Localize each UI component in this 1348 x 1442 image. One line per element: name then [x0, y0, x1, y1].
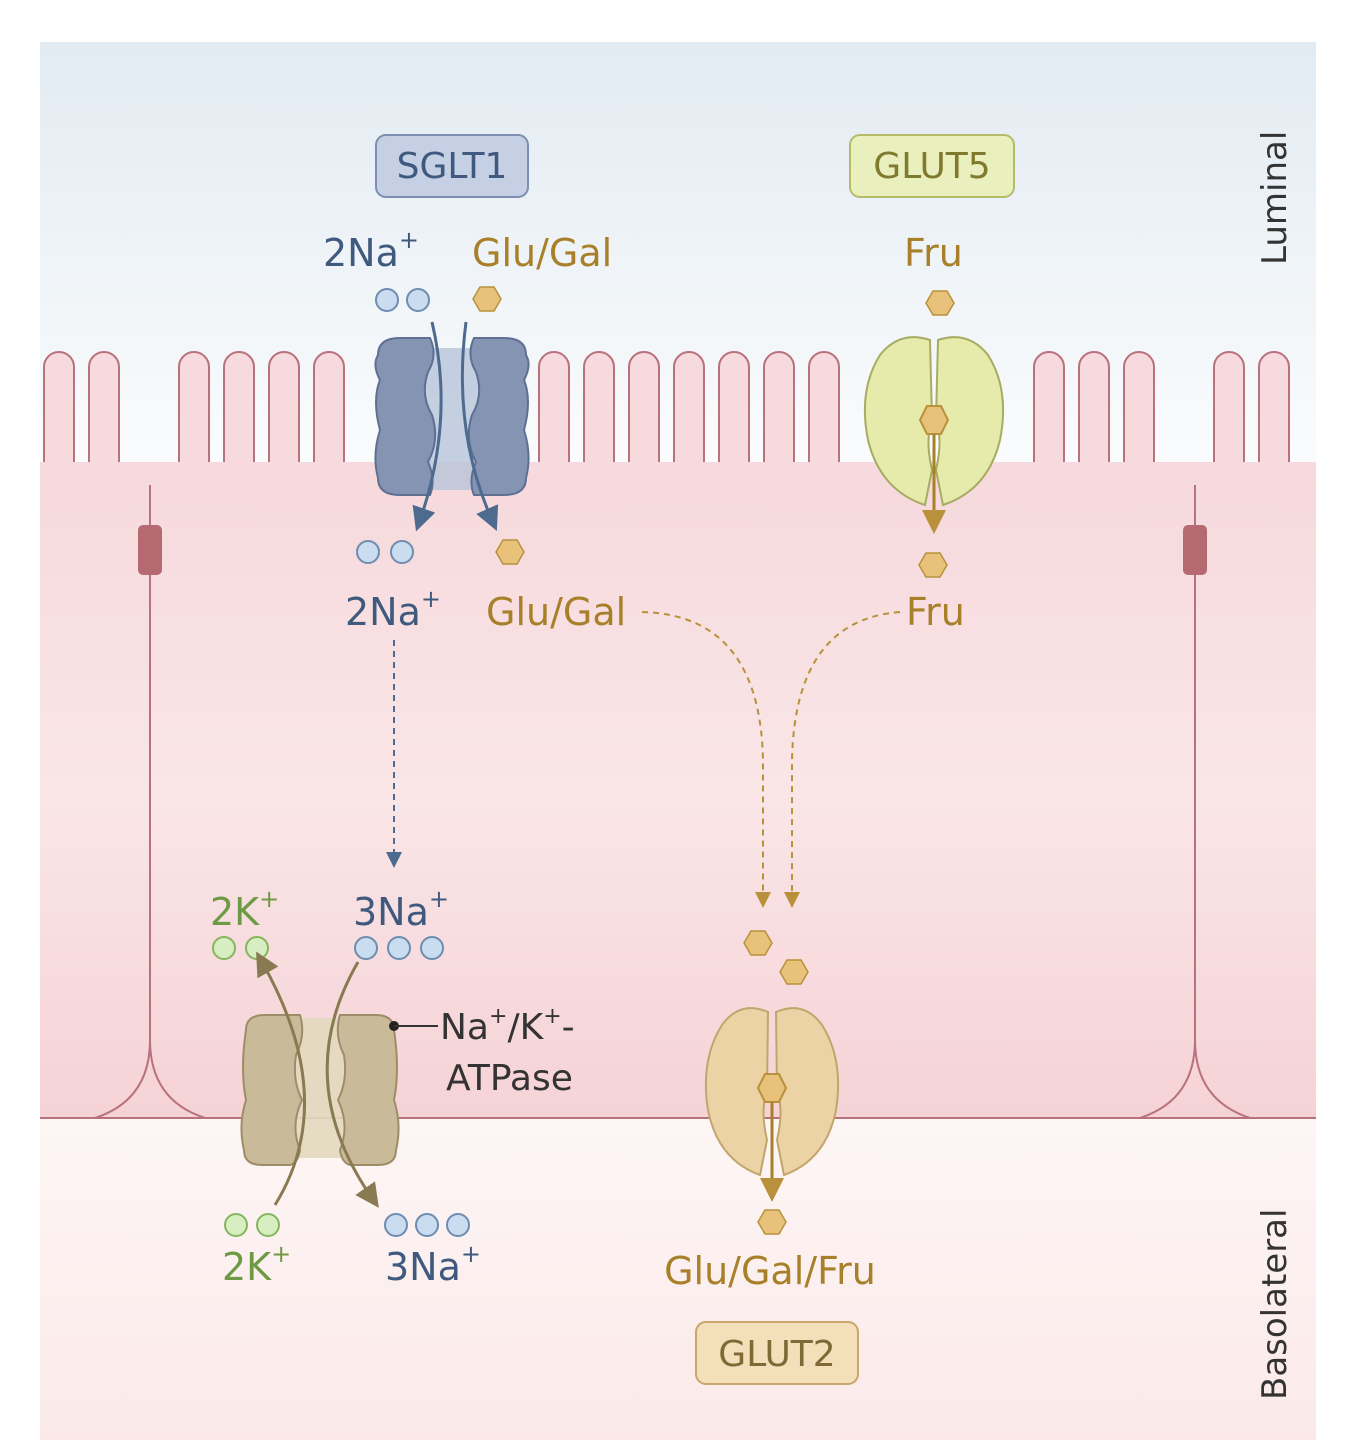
luminal-fru-label: Fru [904, 231, 963, 275]
potassium-ion [256, 1213, 280, 1237]
microvillus [673, 351, 705, 472]
intracellular-sodium-label: 2Na+ [345, 585, 441, 634]
sodium-ion [406, 288, 430, 312]
tight-junction-left [138, 525, 162, 575]
microvillus [763, 351, 795, 472]
microvillus [1033, 351, 1065, 472]
na-k-atpase-transporter [240, 951, 400, 1208]
luminal-sodium-label: 2Na+ [323, 226, 419, 275]
sodium-ion [446, 1213, 470, 1237]
intracellular-glu-gal-label: Glu/Gal [486, 590, 626, 634]
microvillus [268, 351, 300, 472]
microvillus [1213, 351, 1245, 472]
sglt1-label-box [375, 134, 529, 198]
glut2-label-box [695, 1321, 859, 1385]
microvilli-brush-border [40, 351, 1316, 476]
microvillus [313, 351, 345, 472]
sugar-molecule [743, 930, 773, 956]
fru-flow-arrow [784, 611, 901, 908]
glut5-transporter [863, 336, 1005, 534]
luminal-label: Luminal [1255, 131, 1295, 265]
luminal-glu-gal-label: Glu/Gal [472, 231, 612, 275]
microvillus [808, 351, 840, 472]
basolateral-sugar-label: Glu/Gal/Fru [664, 1249, 876, 1293]
glut5-label-box [849, 134, 1015, 198]
basolateral-region [40, 1118, 1316, 1440]
microvillus [1258, 351, 1290, 472]
microvillus [718, 351, 750, 472]
glut2-transporter [704, 1007, 840, 1202]
intracellular-fru-label: Fru [906, 590, 965, 634]
sugar-molecule [757, 1209, 787, 1235]
fructose-molecule [925, 290, 955, 316]
microvillus [178, 351, 210, 472]
basolateral-label: Basolateral [1255, 1209, 1295, 1400]
microvillus [583, 351, 615, 472]
sodium-ion [354, 936, 378, 960]
microvillus [88, 351, 120, 472]
sglt1-transporter [374, 321, 530, 532]
sodium-ion [415, 1213, 439, 1237]
tight-junction-right [1183, 525, 1207, 575]
potassium-ion [224, 1213, 248, 1237]
microvillus [43, 351, 75, 472]
atpase-label-line1: Na+/K+- [440, 1004, 575, 1048]
cell-cytoplasm [40, 470, 1316, 1120]
potassium-ion [212, 936, 236, 960]
microvillus [1123, 351, 1155, 472]
sugar-molecule [779, 959, 809, 985]
glucose-galactose-molecule [495, 539, 525, 565]
microvillus [628, 351, 660, 472]
microvillus [538, 351, 570, 472]
microvillus [223, 351, 255, 472]
sodium-ion [375, 288, 399, 312]
sglt1-label: SGLT1 [397, 146, 508, 187]
fructose-molecule [918, 552, 948, 578]
basolateral-potassium-label: 2K+ [222, 1240, 291, 1289]
intracellular-sodium3-label: 3Na+ [353, 885, 449, 934]
sodium-ion [356, 540, 380, 564]
sodium-ion [384, 1213, 408, 1237]
atpase-label-line2: ATPase [446, 1058, 573, 1099]
potassium-ion [245, 936, 269, 960]
sodium-ion [420, 936, 444, 960]
sodium-ion [387, 936, 411, 960]
glut2-label: GLUT2 [718, 1334, 835, 1375]
glut5-label: GLUT5 [873, 146, 990, 187]
glucose-galactose-molecule [472, 286, 502, 312]
microvillus [1078, 351, 1110, 472]
sodium-ion [390, 540, 414, 564]
basolateral-sodium-label: 3Na+ [385, 1240, 481, 1289]
intracellular-potassium-label: 2K+ [210, 885, 279, 934]
